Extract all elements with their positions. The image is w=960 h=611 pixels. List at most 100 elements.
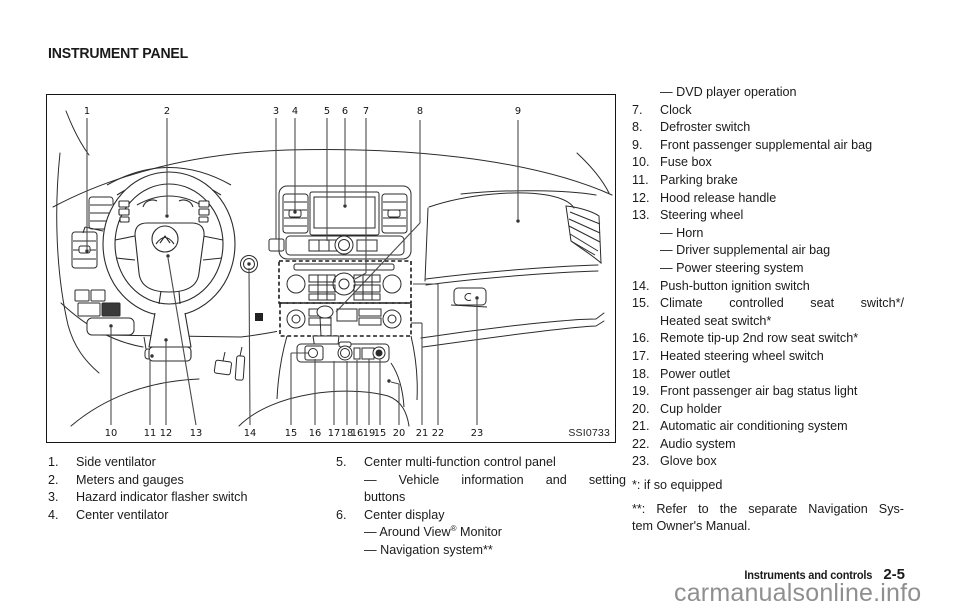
ignition-button	[240, 255, 263, 321]
legend-item: 20. Cup holder	[632, 401, 904, 419]
callout-dot	[150, 354, 154, 358]
legend-line: buttons	[364, 490, 406, 505]
legend-item: 12. Hood release handle	[632, 190, 904, 208]
legend-item-number: 13.	[632, 208, 650, 223]
footer-page-number: 2-5	[883, 566, 905, 583]
audio-unit	[286, 263, 402, 301]
figure-code: SSI0733	[568, 427, 610, 439]
callout-number: 15	[374, 428, 386, 439]
legend-item-number: 19.	[632, 384, 650, 399]
legend-item: 18.Power outlet	[632, 366, 904, 384]
legend-item-number: 23.	[632, 454, 650, 469]
legend-item-number: 6.	[336, 507, 347, 522]
legend-item-number: 16.	[632, 331, 650, 346]
legend-item-number: 14.	[632, 278, 650, 293]
legend-item: 15.Climate controlled seat switch*/Heate…	[632, 295, 904, 330]
callout-dot	[165, 214, 169, 218]
watermark: carmanualsonline.info	[674, 579, 922, 607]
legend-item: 23. Glove box	[632, 453, 904, 471]
callout-number: 16	[351, 428, 363, 439]
callout-leader-line	[390, 381, 400, 385]
legend-line: — DVD player operation	[660, 85, 797, 99]
legend-item-number: 15.	[632, 296, 650, 311]
legend-item-number: 10.	[632, 155, 650, 170]
legend-item: 7.Clock	[632, 102, 904, 120]
legend-item: 3.Hazard indicator flasher switch	[48, 489, 332, 507]
legend-item: 4.Center ventilator	[48, 507, 332, 525]
legend-line: Meters and gauges	[76, 472, 184, 487]
legend-item-number: 12.	[632, 190, 650, 205]
legend-item-number: 20.	[632, 401, 650, 416]
legend-line: Heated steering wheel switch	[660, 348, 824, 363]
callout-dot	[166, 254, 170, 258]
callout-leader-line	[354, 272, 367, 280]
callout-number: 17	[328, 428, 340, 439]
callout-number: 9	[515, 106, 521, 117]
callout-dot	[247, 262, 251, 266]
legend-item-number: 9.	[632, 137, 643, 152]
legend-item: 22.Audio system	[632, 436, 904, 454]
dashboard-line-drawing: 1234567891011121314151617181619152021222…	[52, 106, 613, 439]
legend-line: — Power steering system	[660, 260, 804, 275]
callout-number: 1	[84, 106, 90, 117]
callout-number: 4	[292, 106, 298, 117]
legend-item-number: 2.	[48, 472, 59, 487]
callout-number: 8	[417, 106, 423, 117]
legend-item-number: 8.	[632, 120, 643, 135]
legend-line: Center ventilator	[76, 507, 169, 522]
callout-dot	[387, 379, 391, 383]
callout-number: 19	[363, 428, 375, 439]
legend-line: Automatic air conditioning system	[660, 419, 848, 434]
legend-item: 6.Center display— Around View® Monitor— …	[336, 507, 626, 560]
legend-line: Hood release handle	[660, 190, 777, 205]
callout-dot	[293, 210, 297, 214]
legend-item: 5.Center multi-function control panel— V…	[336, 454, 626, 507]
footnote-line: tem Owner's Manual.	[632, 519, 751, 534]
legend-line: Defroster switch	[660, 120, 751, 135]
legend-item-number: 7.	[632, 102, 643, 117]
callout-leader-line	[248, 267, 251, 426]
callout-dot	[516, 219, 520, 223]
legend-line: Climate controlled seat switch*/	[660, 296, 904, 311]
legend-item: 17.Heated steering wheel switch	[632, 348, 904, 366]
legend-item: 1.Side ventilator	[48, 454, 332, 472]
callout-number: 20	[393, 428, 405, 439]
legend-item: 16. Remote tip-up 2nd row seat switch*	[632, 330, 904, 348]
legend-item: 9.Front passenger supplemental air bag	[632, 137, 904, 155]
center-stack	[268, 183, 413, 361]
legend-column-middle: 5.Center multi-function control panel— V…	[336, 454, 626, 560]
legend-item: 19.Front passenger air bag status light	[632, 383, 904, 401]
callout-number: 5	[324, 106, 330, 117]
callout-number: 23	[471, 428, 483, 439]
legend-line: Cup holder	[660, 401, 722, 416]
legend-item-number: 1.	[48, 455, 59, 469]
legend-line: Remote tip-up 2nd row seat switch*	[660, 331, 859, 346]
callout-number: 22	[432, 428, 444, 439]
callout-leader-line	[167, 257, 197, 426]
callout-number: 6	[342, 106, 348, 117]
legend-item-number: 21.	[632, 419, 650, 434]
legend-line: — Driver supplemental air bag	[660, 243, 831, 258]
climate-control-panel	[286, 308, 402, 329]
footnote-line: **: Refer to the separate Navigation Sys…	[632, 501, 904, 516]
legend-item: 13.Steering wheel— Horn— Driver suppleme…	[632, 207, 904, 277]
legend-item: — DVD player operation	[632, 84, 904, 102]
callout-number: 3	[273, 106, 279, 117]
legend-item-number: 18.	[632, 366, 650, 381]
legend-line: Glove box	[660, 454, 717, 469]
instrument-cluster	[136, 195, 202, 206]
callout-dot	[85, 249, 89, 253]
legend-line: Push-button ignition switch	[660, 278, 810, 293]
legend-line: — Navigation system**	[364, 542, 493, 557]
footnote: **: Refer to the separate Navigation Sys…	[632, 501, 904, 536]
legend-line: Parking brake	[660, 172, 738, 187]
callout-number: 12	[160, 428, 172, 439]
legend-item: 2. Meters and gauges	[48, 472, 332, 490]
legend-item-number: 22.	[632, 436, 650, 451]
legend-item-number: 5.	[336, 455, 347, 469]
footnote-line: *: if so equipped	[632, 478, 723, 493]
